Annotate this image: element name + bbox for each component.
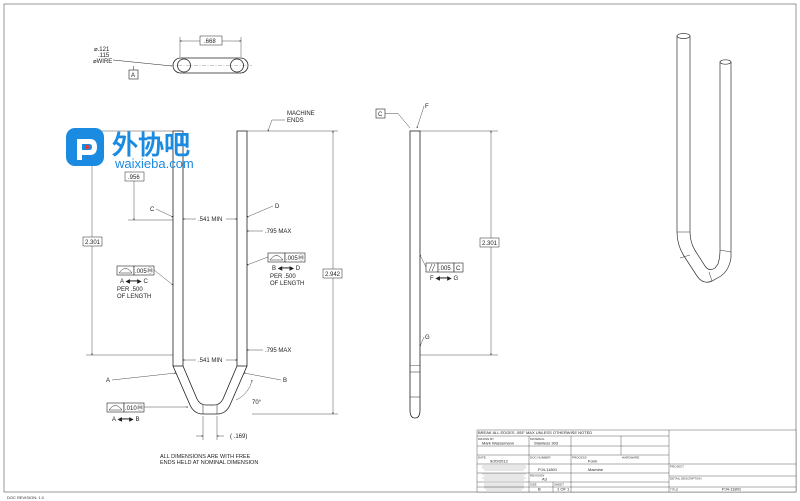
machine-note-1: MACHINE: [287, 111, 315, 117]
profile-mod-bottom: Ⓜ: [137, 404, 143, 412]
profile-arrow-right: B ◀━━▶ D: [272, 266, 301, 272]
tb-size-label: SIZE: [530, 483, 537, 487]
free-ends-note-2: ENDS HELD AT NOMINAL DIMENSION: [160, 460, 258, 466]
parallel-tol: .005: [439, 266, 451, 272]
side-bend: [409, 366, 421, 419]
label-c: C: [150, 207, 155, 213]
datum-a-label: A: [131, 73, 135, 79]
bend-inner: [182, 365, 238, 406]
title-block: [476, 429, 797, 493]
wire-label: ⌀WIRE: [93, 59, 112, 65]
tb-title-value: PJ4-11801: [722, 487, 742, 492]
tb-date-label: DATE: [478, 456, 486, 460]
front-view: .956 C D .541 MIN .795 MAX 2.301 .005 Ⓜ …: [82, 111, 343, 466]
watermark-url: waixieba.com: [114, 156, 194, 171]
side-leg: [409, 130, 421, 367]
title-block-text: BREAK ALL EDGES .005" MAX UNLESS OTHERWI…: [478, 430, 742, 492]
profile-arrow-bottom: A ◀━━▶ B: [112, 417, 139, 423]
tb-drawn-label: DRAWN BY: [478, 437, 494, 441]
tb-sheet-value: 1 OF 1: [557, 487, 570, 492]
dim-2301-side: 2.301: [482, 241, 498, 247]
profile-tol-left: .005: [135, 269, 147, 275]
tb-doc-number-label: DOC NUMBER: [530, 456, 551, 460]
tb-date-value: 9/20/2012: [490, 459, 509, 464]
profile-mod-right: Ⓜ: [298, 254, 304, 262]
label-f: F: [425, 104, 429, 110]
tb-header: BREAK ALL EDGES .005" MAX UNLESS OTHERWI…: [478, 430, 592, 435]
profile-mod-left: Ⓜ: [147, 267, 153, 275]
tb-title-label: TITLE: [670, 488, 678, 492]
tb-drawn-value: Mark Wassemann: [482, 441, 514, 446]
bend-outer: [172, 365, 248, 415]
tb-material-value: Stainless 303: [534, 441, 559, 446]
dim-2942: 2.942: [325, 272, 341, 278]
per-right: PER .500: [270, 274, 296, 280]
of-length-left: OF LENGTH: [117, 294, 151, 300]
left-leg: [172, 130, 184, 367]
profile-symbol-bottom: [108, 405, 123, 411]
end-view: ⌀.121 .115 ⌀WIRE A .668: [93, 35, 252, 80]
side-view: C F G 2.301 .005 C F ◀━━▶ G: [375, 104, 500, 419]
max-spacing-top: .795 MAX: [265, 229, 291, 235]
tb-project-label: PROJECT: [670, 465, 684, 469]
profile-tol-right: .005: [286, 256, 298, 262]
min-spacing-top: .541 MIN: [198, 217, 222, 223]
per-left: PER .500: [117, 287, 143, 293]
wire-diameter-upper: ⌀.121: [94, 47, 110, 53]
tb-hardware-label: HARDWARE: [622, 456, 639, 460]
dim-2301-front: 2.301: [85, 240, 101, 246]
min-spacing-bottom: .541 MIN: [198, 358, 222, 364]
tb-process-form: Form: [588, 459, 598, 464]
fg-arrow: F ◀━━▶ G: [430, 276, 458, 282]
datum-c-label: C: [378, 112, 383, 118]
dim-956: .956: [128, 175, 140, 181]
tb-doc-number-value: PJ4-11801: [538, 467, 558, 472]
label-a: A: [106, 378, 110, 384]
tb-size-value: B: [538, 487, 541, 492]
watermark-brand: 外协吧: [112, 131, 190, 161]
wire-diameter-lower: .115: [98, 53, 110, 59]
tb-revision-label: REVISION: [530, 474, 544, 478]
tb-process-label: PROCESS: [572, 456, 587, 460]
tb-process-machine: Machine: [588, 467, 604, 472]
machine-note-2: ENDS: [287, 118, 304, 124]
sheet-border: [3, 3, 797, 493]
max-spacing-bottom: .795 MAX: [265, 348, 291, 354]
profile-tol-bottom: .010: [125, 406, 137, 412]
tb-material-label: MATERIAL: [530, 437, 545, 441]
right-leg: [236, 130, 248, 367]
isometric-view: [676, 33, 732, 283]
label-b: B: [283, 378, 287, 384]
parallel-datum: C: [456, 266, 461, 272]
watermark: 外协吧 waixieba.com: [66, 128, 194, 171]
tb-detail-label: DETAIL DESCRIPTION: [670, 477, 702, 481]
tb-fine-print: [482, 465, 526, 491]
end-width-dim: .668: [204, 39, 216, 45]
label-d: D: [275, 204, 280, 210]
tb-revision-value: A3: [542, 477, 548, 482]
profile-arrow-left: A ◀━━▶ C: [120, 279, 148, 285]
bend-angle: 70°: [252, 400, 262, 406]
profile-symbol-left: [118, 268, 133, 274]
dim-169: ( .169): [230, 434, 247, 440]
profile-symbol-right: [269, 255, 284, 261]
label-g: G: [425, 335, 430, 341]
tb-sheet-label: SHEET: [554, 483, 564, 487]
of-length-right: OF LENGTH: [270, 281, 304, 287]
doc-revision: DOC REVISION: 1.0: [7, 495, 45, 500]
free-ends-note-1: ALL DIMENSIONS ARE WITH FREE: [160, 454, 251, 460]
